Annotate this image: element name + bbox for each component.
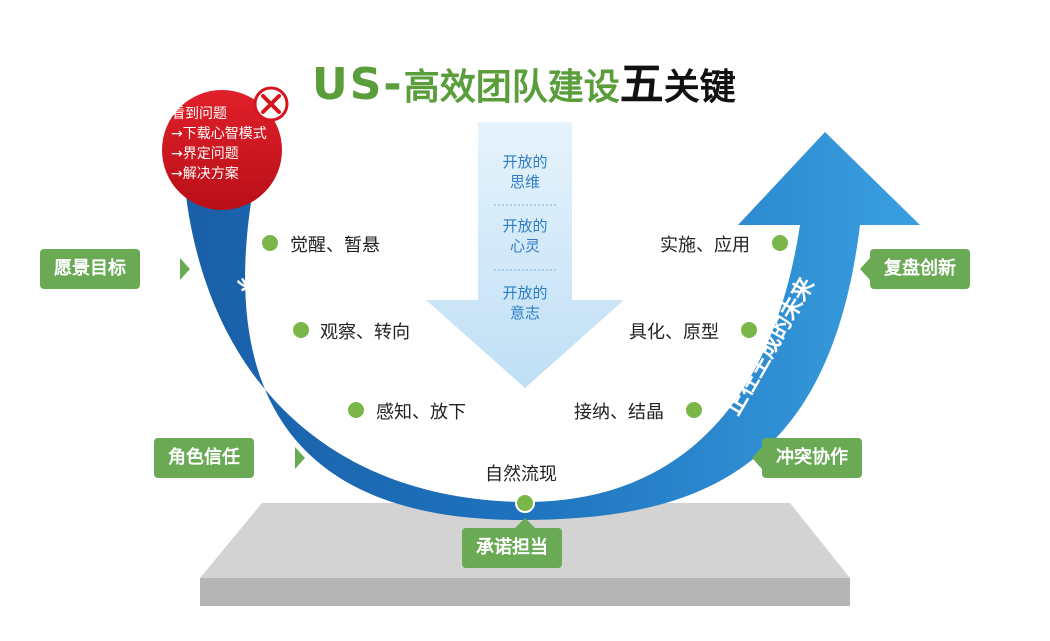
problem-line: 看到问题	[171, 106, 227, 122]
close-icon[interactable]	[253, 86, 289, 122]
left-point-dot	[260, 233, 280, 253]
title-cn: 高效团队建设	[403, 67, 620, 108]
tag-trust: 角色信任	[154, 438, 254, 478]
right-point-label: 具化、原型	[629, 322, 719, 343]
tag-commit: 承诺担当	[462, 528, 562, 568]
left-point-dot	[291, 320, 311, 340]
tag-pointer	[295, 447, 305, 469]
tag-pointer	[752, 447, 762, 469]
right-point-dot	[739, 320, 759, 340]
page-title: US-高效团队建设五关键	[312, 48, 736, 110]
right-point-dot	[684, 400, 704, 420]
tag-review: 复盘创新	[870, 249, 970, 289]
title-en: US	[312, 59, 384, 110]
right-point-dot	[770, 233, 790, 253]
right-point-label: 实施、应用	[660, 235, 750, 256]
tag-pointer	[180, 258, 190, 280]
center-item-mind: 开放的 思维	[502, 153, 548, 191]
center-item-heart: 开放的 心灵	[502, 217, 548, 255]
title-dash: -	[383, 59, 404, 110]
left-point-label: 感知、放下	[376, 402, 466, 423]
bottom-point-dot	[515, 493, 535, 513]
platform-front	[200, 578, 850, 606]
center-item-will: 开放的 意志	[502, 284, 548, 322]
left-point-label: 观察、转向	[320, 322, 410, 343]
problem-line: →界定问题	[171, 146, 239, 162]
u-arrow	[186, 132, 920, 520]
center-down-arrow	[426, 122, 624, 388]
problem-line: →解决方案	[171, 166, 239, 182]
right-point-label: 接纳、结晶	[574, 402, 664, 423]
tag-vision: 愿景目标	[40, 249, 140, 289]
title-tail: 关键	[663, 67, 736, 108]
tag-conflict: 冲突协作	[762, 438, 862, 478]
problem-text: 看到问题 →下载心智模式 →界定问题 →解决方案	[171, 104, 267, 184]
left-point-label: 觉醒、暂悬	[290, 235, 380, 256]
tag-pointer	[860, 258, 870, 280]
problem-line: →下载心智模式	[171, 126, 267, 142]
bottom-point-label: 自然流现	[485, 464, 557, 485]
tag-pointer	[515, 518, 535, 528]
title-big: 五	[619, 59, 664, 110]
problem-circle	[162, 90, 282, 210]
left-point-dot	[346, 400, 366, 420]
